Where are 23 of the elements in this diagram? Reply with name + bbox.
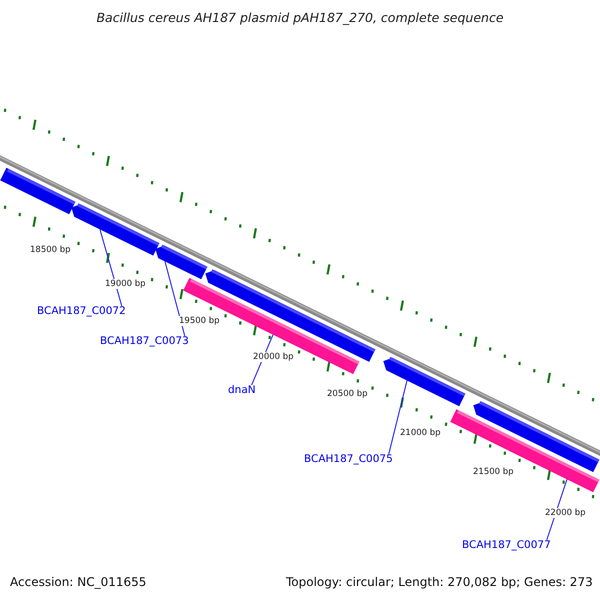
position-label: 19000 bp [104,279,147,289]
gene-label: BCAH187_C0073 [100,335,189,347]
position-label: 19500 bp [178,316,221,326]
position-label: 20500 bp [326,389,369,399]
position-label: 21000 bp [399,428,442,438]
gene-bar [71,203,160,256]
gene-label: dnaN [228,384,256,396]
summary-text: Topology: circular; Length: 270,082 bp; Genes: 273 [286,575,593,589]
gene-bar [383,356,466,406]
leader-line [100,229,122,306]
gene-bar [0,168,76,214]
gene-label: BCAH187_C0075 [304,453,393,465]
accession-text: Accession: NC_011655 [10,575,146,589]
position-label: 22000 bp [544,508,587,518]
leader-line [164,260,186,336]
leader-line [388,380,408,454]
gene-bar [155,244,208,280]
position-label: 20000 bp [252,352,295,362]
gene-label: BCAH187_C0072 [37,305,126,317]
map-title: Bacillus cereus AH187 plasmid pAH187_270, complete sequence [95,10,505,25]
position-label: 21500 bp [472,467,515,477]
position-label: 18500 bp [29,245,72,255]
gene-label: BCAH187_C0077 [462,539,551,551]
